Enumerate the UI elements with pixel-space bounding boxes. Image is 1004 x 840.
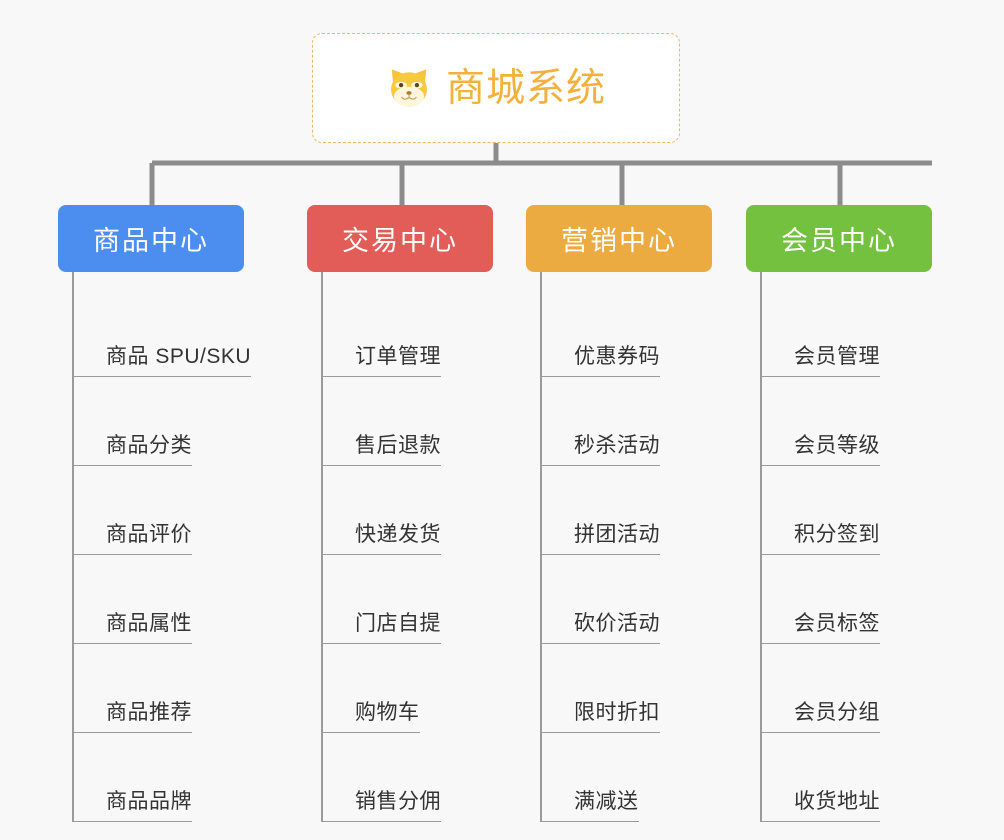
branch-column-member-center: 会员中心 会员管理 会员等级 积分签到 会员标签 会员分组 收货地址 bbox=[746, 205, 936, 822]
category-header-member-center[interactable]: 会员中心 bbox=[746, 205, 932, 272]
category-header-marketing-center[interactable]: 营销中心 bbox=[526, 205, 712, 272]
category-header-label: 商品中心 bbox=[93, 226, 209, 256]
leaf-item-label: 商品推荐 bbox=[74, 696, 192, 733]
leaf-item[interactable]: 商品分类 bbox=[74, 377, 248, 466]
leaf-item[interactable]: 会员分组 bbox=[762, 644, 936, 733]
leaf-item-label: 砍价活动 bbox=[542, 607, 660, 644]
leaf-item-label: 会员标签 bbox=[762, 607, 880, 644]
leaf-item[interactable]: 快递发货 bbox=[323, 466, 497, 555]
leaf-item-label: 商品品牌 bbox=[74, 785, 192, 822]
leaf-item[interactable]: 会员标签 bbox=[762, 555, 936, 644]
dog-face-icon bbox=[391, 69, 427, 109]
leaf-list-product-center: 商品 SPU/SKU 商品分类 商品评价 商品属性 商品推荐 商品品牌 bbox=[72, 272, 252, 822]
leaf-item[interactable]: 砍价活动 bbox=[542, 555, 716, 644]
root-node[interactable]: 商城系统 bbox=[312, 33, 680, 143]
leaf-item[interactable]: 商品品牌 bbox=[74, 733, 248, 822]
leaf-item-label: 收货地址 bbox=[762, 785, 880, 822]
leaf-list-marketing-center: 优惠券码 秒杀活动 拼团活动 砍价活动 限时折扣 满减送 bbox=[540, 272, 716, 822]
leaf-item-label: 拼团活动 bbox=[542, 518, 660, 555]
leaf-item-label: 门店自提 bbox=[323, 607, 441, 644]
leaf-item-label: 会员管理 bbox=[762, 340, 880, 377]
leaf-item-label: 积分签到 bbox=[762, 518, 880, 555]
leaf-item-label: 订单管理 bbox=[323, 340, 441, 377]
category-header-product-center[interactable]: 商品中心 bbox=[58, 205, 244, 272]
leaf-item-label: 销售分佣 bbox=[323, 785, 441, 822]
branch-column-product-center: 商品中心 商品 SPU/SKU 商品分类 商品评价 商品属性 商品推荐 商品品牌 bbox=[58, 205, 252, 822]
leaf-list-trade-center: 订单管理 售后退款 快递发货 门店自提 购物车 销售分佣 bbox=[321, 272, 497, 822]
leaf-item[interactable]: 收货地址 bbox=[762, 733, 936, 822]
leaf-item-label: 会员分组 bbox=[762, 696, 880, 733]
category-header-label: 营销中心 bbox=[561, 226, 677, 256]
category-header-trade-center[interactable]: 交易中心 bbox=[307, 205, 493, 272]
leaf-item[interactable]: 积分签到 bbox=[762, 466, 936, 555]
branch-column-trade-center: 交易中心 订单管理 售后退款 快递发货 门店自提 购物车 销售分佣 bbox=[307, 205, 497, 822]
leaf-item[interactable]: 商品推荐 bbox=[74, 644, 248, 733]
leaf-item[interactable]: 购物车 bbox=[323, 644, 497, 733]
leaf-item-label: 商品属性 bbox=[74, 607, 192, 644]
leaf-item[interactable]: 销售分佣 bbox=[323, 733, 497, 822]
category-header-label: 会员中心 bbox=[781, 226, 897, 256]
leaf-item[interactable]: 拼团活动 bbox=[542, 466, 716, 555]
leaf-item-label: 售后退款 bbox=[323, 429, 441, 466]
leaf-item[interactable]: 门店自提 bbox=[323, 555, 497, 644]
leaf-item[interactable]: 订单管理 bbox=[323, 288, 497, 377]
leaf-item[interactable]: 满减送 bbox=[542, 733, 716, 822]
leaf-item-label: 满减送 bbox=[542, 785, 639, 822]
leaf-item[interactable]: 售后退款 bbox=[323, 377, 497, 466]
leaf-item[interactable]: 商品属性 bbox=[74, 555, 248, 644]
leaf-item-label: 会员等级 bbox=[762, 429, 880, 466]
leaf-item-label: 优惠券码 bbox=[542, 340, 660, 377]
leaf-item-label: 限时折扣 bbox=[542, 696, 660, 733]
leaf-item-label: 秒杀活动 bbox=[542, 429, 660, 466]
leaf-item[interactable]: 会员管理 bbox=[762, 288, 936, 377]
leaf-item[interactable]: 商品评价 bbox=[74, 466, 248, 555]
leaf-item-label: 快递发货 bbox=[323, 518, 441, 555]
branch-column-marketing-center: 营销中心 优惠券码 秒杀活动 拼团活动 砍价活动 限时折扣 满减送 bbox=[526, 205, 716, 822]
leaf-item-label: 商品分类 bbox=[74, 429, 192, 466]
leaf-item-label: 购物车 bbox=[323, 696, 420, 733]
leaf-item[interactable]: 商品 SPU/SKU bbox=[74, 288, 252, 377]
leaf-item-label: 商品评价 bbox=[74, 518, 192, 555]
leaf-list-member-center: 会员管理 会员等级 积分签到 会员标签 会员分组 收货地址 bbox=[760, 272, 936, 822]
leaf-item[interactable]: 会员等级 bbox=[762, 377, 936, 466]
category-header-label: 交易中心 bbox=[342, 226, 458, 256]
root-title: 商城系统 bbox=[445, 66, 606, 110]
leaf-item[interactable]: 优惠券码 bbox=[542, 288, 716, 377]
leaf-item[interactable]: 限时折扣 bbox=[542, 644, 716, 733]
leaf-item-label: 商品 SPU/SKU bbox=[74, 340, 252, 377]
leaf-item[interactable]: 秒杀活动 bbox=[542, 377, 716, 466]
